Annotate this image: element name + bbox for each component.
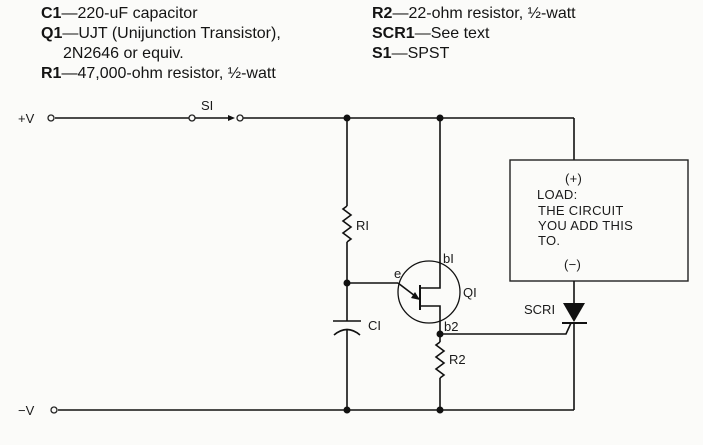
scr-gate-wire xyxy=(440,322,572,335)
switch-s1: SI xyxy=(188,98,244,122)
r1-label: RI xyxy=(356,218,369,233)
junction-dot xyxy=(343,406,351,414)
ujt-envelope xyxy=(397,260,461,324)
load-text-line: TO. xyxy=(538,233,560,248)
load-box: (+) LOAD: THE CIRCUIT YOU ADD THIS TO. (… xyxy=(509,159,689,282)
load-text-line: THE CIRCUIT xyxy=(538,203,624,218)
positive-terminal xyxy=(47,114,55,122)
ujt-q1: e bI b2 QI xyxy=(347,118,477,334)
negative-terminal xyxy=(50,406,58,414)
c1-label: CI xyxy=(368,318,381,333)
part-scr1: SCR1—See text xyxy=(372,25,490,42)
scr-label: SCRI xyxy=(524,302,555,317)
positive-terminal-label: +V xyxy=(18,111,35,126)
load-text-line: YOU ADD THIS xyxy=(538,218,633,233)
resistor-zigzag xyxy=(341,205,353,243)
part-c1: C1—220-uF capacitor xyxy=(41,5,198,22)
resistor-zigzag xyxy=(434,341,446,379)
base2-label: b2 xyxy=(444,319,458,334)
load-box-outline xyxy=(509,159,689,282)
parts-list-right: R2—22-ohm resistor, ½-watt SCR1—See text… xyxy=(372,4,576,64)
part-q1-continued: 2N2646 or equiv. xyxy=(63,45,184,62)
r2-label: R2 xyxy=(449,352,466,367)
switch-contact xyxy=(236,114,244,122)
switch-contact xyxy=(188,114,196,122)
resistor-r2: R2 xyxy=(434,334,466,410)
positive-rail xyxy=(55,117,575,160)
load-minus-label: (−) xyxy=(564,257,581,272)
load-plus-label: (+) xyxy=(565,171,582,186)
parts-list-left: C1—220-uF capacitor Q1—UJT (Unijunction … xyxy=(41,4,281,84)
resistor-r1: RI xyxy=(341,118,369,283)
part-r2: R2—22-ohm resistor, ½-watt xyxy=(372,5,576,22)
switch-label: SI xyxy=(201,98,213,113)
load-title: LOAD: xyxy=(537,187,578,202)
emitter-arrow-icon xyxy=(411,292,420,300)
part-q1: Q1—UJT (Unijunction Transistor), xyxy=(41,25,281,42)
junction-dot xyxy=(436,406,444,414)
scr1: SCRI xyxy=(524,281,587,410)
switch-arrow-icon xyxy=(228,115,235,121)
q1-label: QI xyxy=(463,285,477,300)
negative-terminal-label: −V xyxy=(18,403,35,418)
emitter-label: e xyxy=(394,266,401,281)
part-s1: S1—SPST xyxy=(372,45,450,62)
scr-diode-icon xyxy=(563,303,585,322)
base2-lead xyxy=(420,305,441,333)
part-r1: R1—47,000-ohm resistor, ½-watt xyxy=(41,65,276,82)
base1-label: bI xyxy=(443,251,454,266)
base1-lead xyxy=(420,118,441,289)
capacitor-c1: CI xyxy=(333,283,381,410)
